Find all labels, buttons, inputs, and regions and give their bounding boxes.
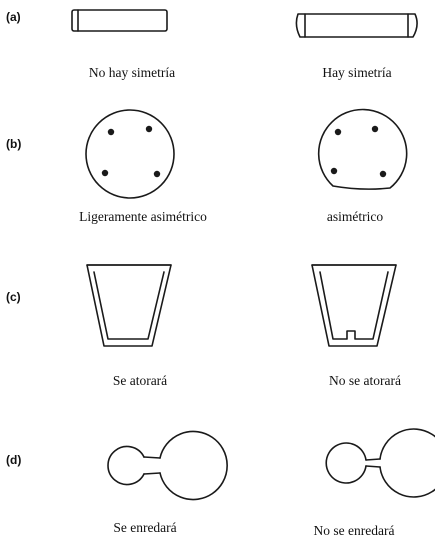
ring-will-tangle <box>107 430 228 501</box>
cylinder-symmetric <box>295 13 418 38</box>
caption-a-left: No hay simetría <box>88 65 176 80</box>
disc-asymmetric <box>317 108 408 190</box>
cup-will-not-jam <box>311 264 397 347</box>
caption-c-right: No se atorará <box>329 373 401 388</box>
caption-b-left: Ligeramente asimétrico <box>79 209 207 224</box>
caption-d-left: Se enredará <box>113 520 177 535</box>
caption-c-left: Se atorará <box>112 373 168 388</box>
caption-b-right: asimétrico <box>326 209 384 224</box>
caption-d-right: No se enredará <box>313 523 395 538</box>
cup-will-jam <box>86 264 172 347</box>
disc-slightly-asymmetric <box>85 109 175 199</box>
cylinder-no-symmetry <box>71 9 168 32</box>
row-label-d: (d) <box>6 453 22 467</box>
ring-will-not-tangle <box>325 428 435 498</box>
row-label-a: (a) <box>6 10 21 24</box>
caption-a-right: Hay simetría <box>322 65 392 80</box>
row-label-c: (c) <box>6 290 21 304</box>
row-label-b: (b) <box>6 137 22 151</box>
